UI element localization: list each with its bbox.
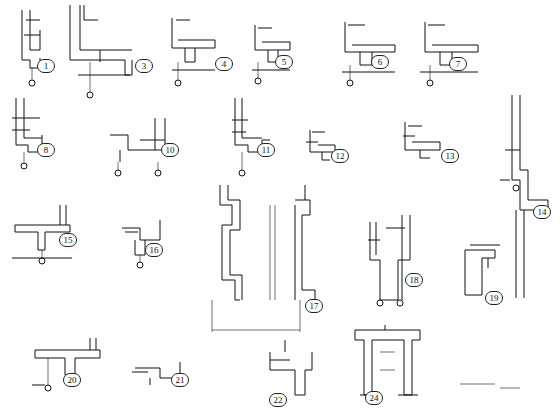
- callout-number: 4: [215, 57, 233, 71]
- callout-number: 20: [63, 373, 81, 387]
- callout-number: 5: [275, 55, 293, 69]
- callout-number: 16: [145, 243, 163, 257]
- callout-number: 17: [305, 299, 323, 313]
- callout-number: 13: [441, 149, 459, 163]
- callout-number: 11: [257, 143, 275, 157]
- callout-number: 15: [59, 233, 77, 247]
- callout-number: 14: [533, 205, 551, 219]
- callout-number: 7: [449, 57, 467, 71]
- callout-number: 22: [269, 393, 287, 407]
- callout-number: 3: [135, 59, 153, 73]
- callout-number: 10: [161, 143, 179, 157]
- callout-number: 24: [365, 391, 383, 405]
- callout-number: 18: [405, 273, 423, 287]
- callout-number: 21: [171, 373, 189, 387]
- callout-number: 8: [37, 143, 55, 157]
- callout-number: 6: [371, 55, 389, 69]
- callout-number: 1: [37, 59, 55, 73]
- callout-number: 12: [331, 149, 349, 163]
- callout-number: 19: [485, 291, 503, 305]
